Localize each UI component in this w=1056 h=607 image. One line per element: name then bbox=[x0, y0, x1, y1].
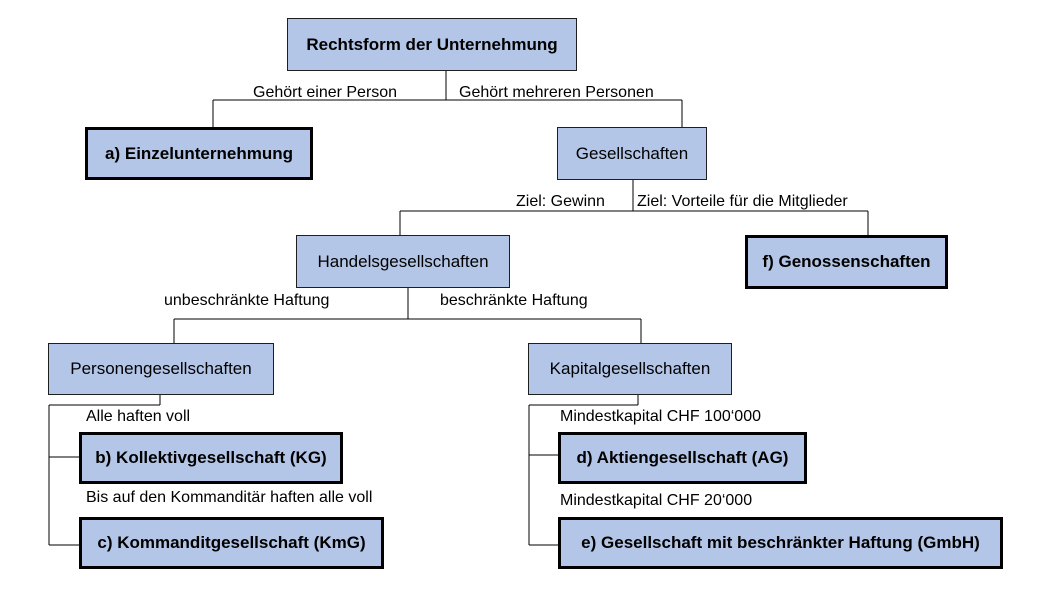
node-personengesellschaften: Personengesellschaften bbox=[48, 343, 274, 395]
label-goal-members: Ziel: Vorteile für die Mitglieder bbox=[637, 193, 848, 210]
label-unlimited-liability: unbeschränkte Haftung bbox=[164, 292, 330, 309]
label-limited-liability: beschränkte Haftung bbox=[440, 292, 588, 309]
node-aktiengesellschaft: d) Aktiengesellschaft (AG) bbox=[558, 432, 807, 484]
label-all-full: Alle haften voll bbox=[86, 408, 191, 425]
node-genossenschaften: f) Genossenschaften bbox=[745, 235, 948, 289]
label-goal-profit: Ziel: Gewinn bbox=[516, 193, 605, 210]
node-kapitalgesellschaften: Kapitalgesellschaften bbox=[528, 343, 732, 395]
node-kollektivgesellschaft: b) Kollektivgesellschaft (KG) bbox=[79, 432, 343, 484]
node-gesellschaften: Gesellschaften bbox=[557, 127, 707, 180]
node-root: Rechtsform der Unternehmung bbox=[287, 18, 577, 71]
node-einzelunternehmung: a) Einzelunternehmung bbox=[85, 127, 313, 180]
node-gmbh: e) Gesellschaft mit beschränkter Haftung… bbox=[558, 517, 1003, 569]
label-capital-gmbh: Mindestkapital CHF 20‘000 bbox=[560, 492, 753, 509]
label-many-persons: Gehört mehreren Personen bbox=[459, 84, 654, 101]
label-capital-ag: Mindestkapital CHF 100‘000 bbox=[560, 408, 761, 425]
label-one-person: Gehört einer Person bbox=[253, 84, 398, 101]
node-handelsgesellschaften: Handelsgesellschaften bbox=[296, 235, 510, 288]
node-kommanditgesellschaft: c) Kommanditgesellschaft (KmG) bbox=[79, 517, 384, 569]
label-except-kommanditaer: Bis auf den Kommanditär haften alle voll bbox=[86, 489, 373, 506]
